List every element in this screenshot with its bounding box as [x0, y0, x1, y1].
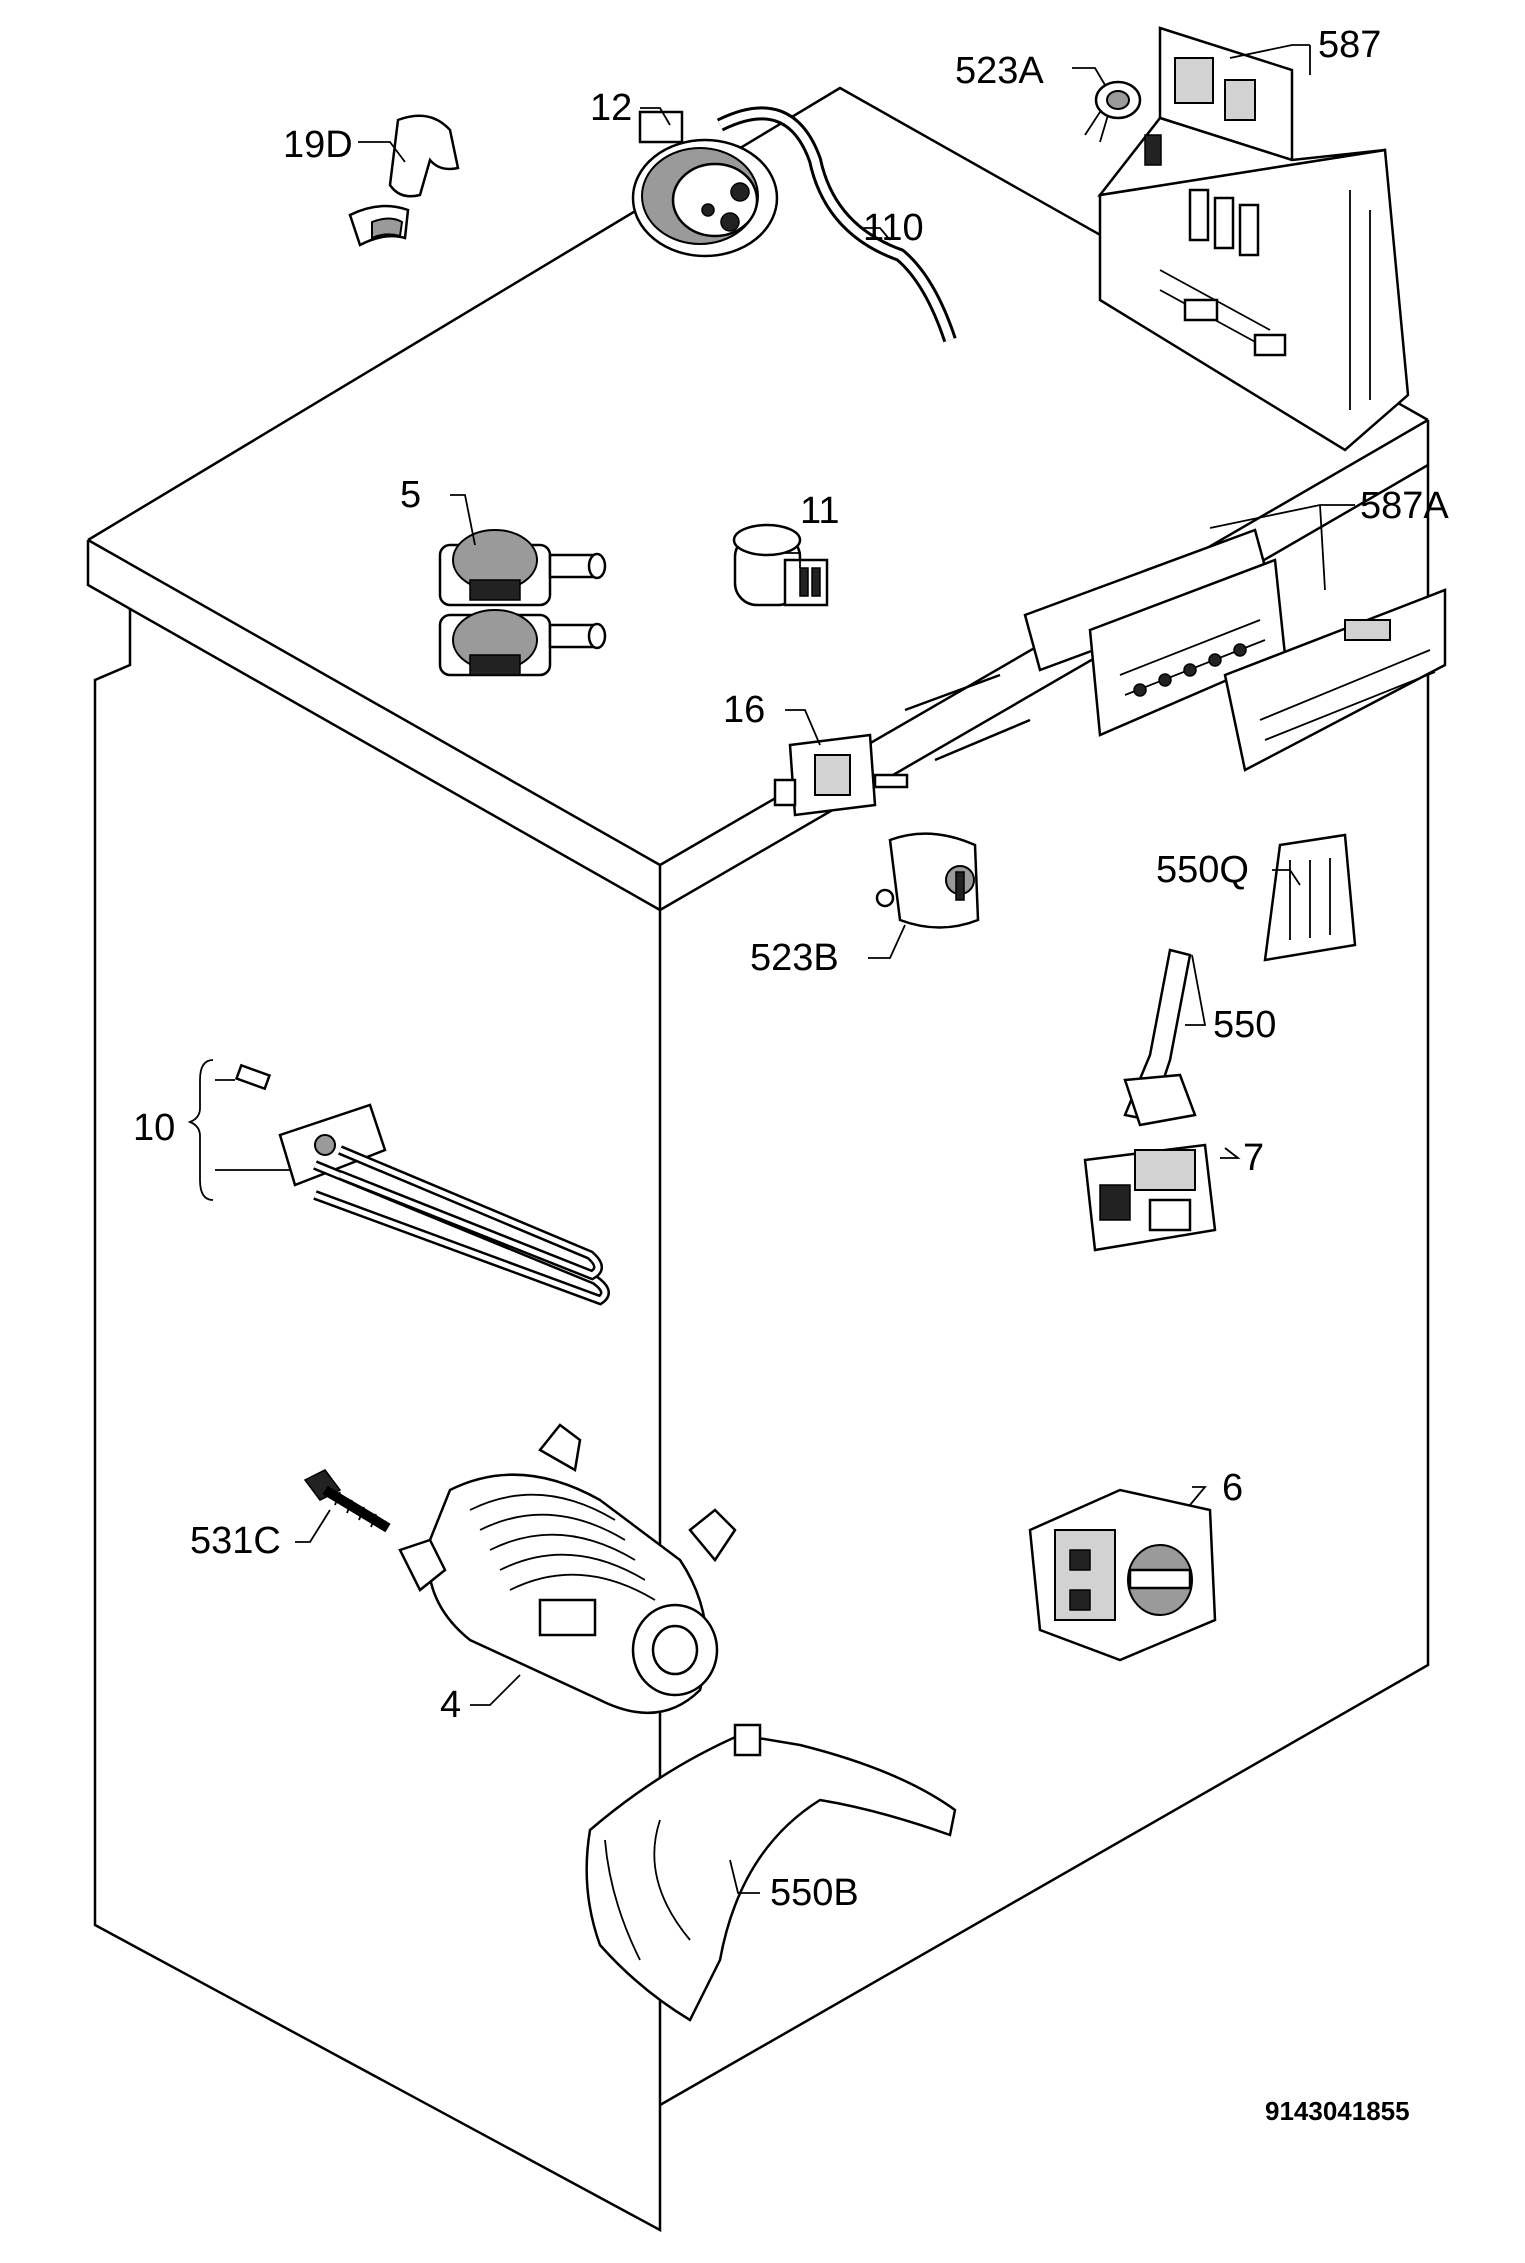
part-550Q-bracket [1263, 833, 1357, 962]
leader-lines [215, 44, 1355, 1894]
label-550B: 550B [770, 1872, 859, 1914]
label-550: 550 [1213, 1004, 1276, 1046]
label-523A: 523A [955, 50, 1044, 92]
label-7: 7 [1243, 1137, 1264, 1179]
part-19D-clip [348, 114, 460, 247]
part-550-lever [1123, 948, 1197, 1127]
part-labels: 19D 12 110 523A 587 5 11 587A 16 523B 55… [133, 24, 1449, 1914]
part-523B-cover [875, 832, 980, 929]
label-5: 5 [400, 474, 421, 516]
label-12: 12 [590, 87, 632, 129]
part-587A-panels [1023, 528, 1447, 772]
part-587-control-module [1097, 26, 1410, 452]
part-531C-screw [303, 1469, 391, 1533]
part-12-pressure-switch [631, 110, 779, 258]
part-110-hose [716, 106, 957, 343]
label-4: 4 [440, 1684, 461, 1726]
part-5-inlet-valve [438, 529, 607, 677]
label-523B: 523B [750, 937, 839, 979]
label-587: 587 [1318, 24, 1381, 66]
label-550Q: 550Q [1156, 849, 1249, 891]
label-587A: 587A [1360, 485, 1449, 527]
part-550B-cover [585, 1723, 957, 2022]
part-11-suppressor [732, 523, 829, 607]
label-110: 110 [863, 207, 924, 249]
label-6: 6 [1222, 1467, 1243, 1509]
part-523A-fuse [1084, 80, 1142, 143]
label-16: 16 [723, 689, 765, 731]
part-16-selector [773, 733, 909, 817]
label-19D: 19D [283, 124, 353, 166]
part-6-drain-pump [1028, 1488, 1217, 1662]
part-4-motor [398, 1423, 737, 1715]
diagram-code: 9143041855 [1265, 2096, 1410, 2126]
label-11: 11 [800, 490, 839, 532]
label-531C: 531C [190, 1520, 281, 1562]
part-7-door-lock [1083, 1143, 1217, 1252]
part-10-heater [187, 1059, 610, 1306]
label-10: 10 [133, 1107, 175, 1149]
